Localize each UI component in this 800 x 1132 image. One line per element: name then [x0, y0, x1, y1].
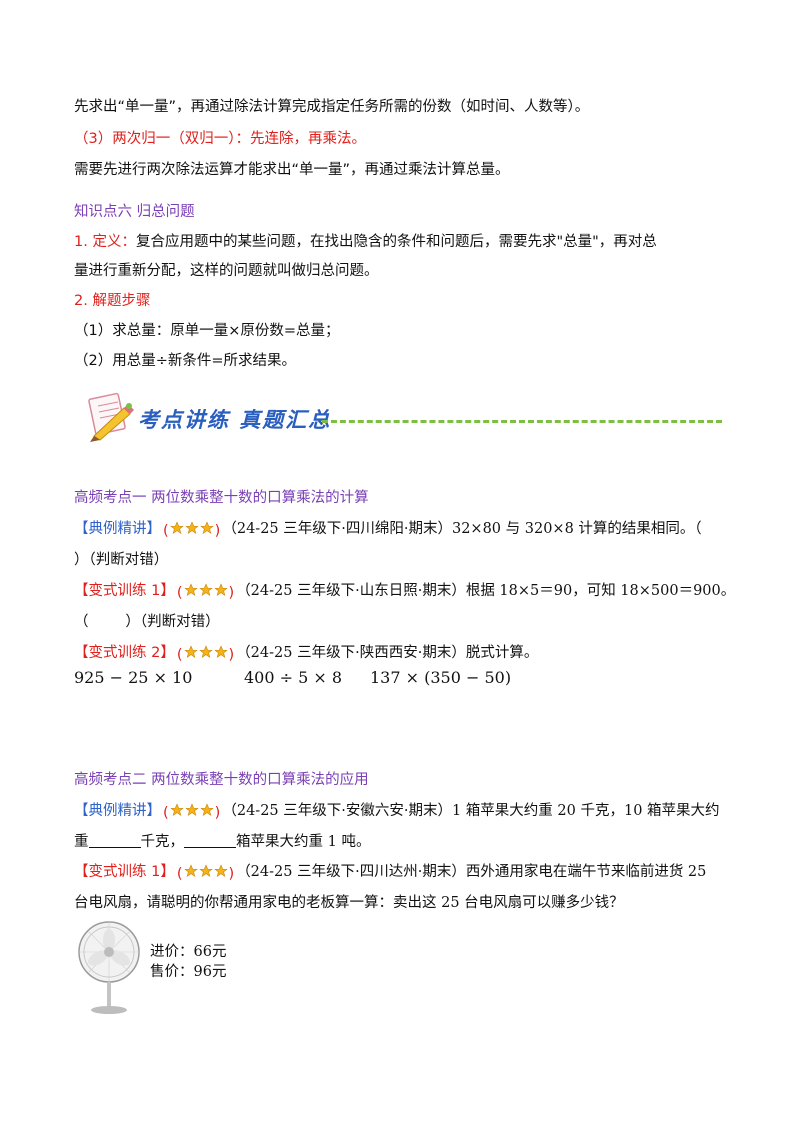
answer-blank[interactable] [88, 833, 141, 848]
sale-price: 售价：96元 [150, 964, 227, 980]
expression: 925 − 25 × 10 [74, 668, 193, 687]
question-text: （24-25 三年级下·四川绵阳·期末）32×80 与 320×8 计算的结果相… [222, 521, 702, 537]
difficulty-stars: () [176, 583, 235, 601]
star-icon [170, 803, 184, 817]
question-line: 重 千克， 箱苹果大约重 1 吨。 [74, 832, 370, 852]
question-text: （ ）（判断对错） [74, 614, 220, 630]
difficulty-stars: () [163, 521, 221, 539]
star-icon [200, 521, 214, 535]
steps-label: 2. 解题步骤 [74, 293, 151, 309]
definition-label: 1. 定义： [74, 234, 136, 250]
difficulty-stars: () [176, 645, 235, 663]
variant-tag: 【变式训练 1】 [74, 583, 175, 599]
expression: 137 × (350 − 50) [370, 668, 512, 687]
question-line: 【变式训练 1】()（24-25 三年级下·四川达州·期末）西外通用家电在端午节… [74, 862, 706, 884]
question-text: （24-25 三年级下·四川达州·期末）西外通用家电在端午节来临前进货 25 [236, 864, 707, 880]
question-line: 【典例精讲】()（24-25 三年级下·四川绵阳·期末）32×80 与 320×… [74, 519, 702, 541]
section-banner: 考点讲练 真题汇总 [84, 384, 724, 444]
question-text: （24-25 三年级下·陕西西安·期末）脱式计算。 [236, 645, 539, 661]
question-text: 箱苹果大约重 1 吨。 [236, 834, 371, 850]
question-line: 【变式训练 1】()（24-25 三年级下·山东日照·期末）根据 18×5＝90… [74, 581, 735, 603]
question-text: （24-25 三年级下·安徽六安·期末）1 箱苹果大约重 20 千克，10 箱苹… [222, 803, 720, 819]
star-icon [183, 583, 198, 597]
expression: 400 ÷ 5 × 8 [244, 668, 343, 687]
text-line: 先求出“单一量”，再通过除法计算完成指定任务所需的份数（如时间、人数等）。 [74, 99, 590, 115]
question-text: 千克， [140, 834, 185, 850]
electric-fan-image [78, 921, 140, 1014]
banner-title: 考点讲练 真题汇总 [138, 407, 332, 432]
method-heading: （3）两次归一（双归一）：先连除，再乘法。 [74, 131, 366, 147]
star-icon [213, 864, 228, 878]
star-icon [185, 803, 199, 817]
star-icon [183, 864, 198, 878]
variant-tag: 【变式训练 1】 [74, 864, 175, 880]
star-icon [198, 864, 213, 878]
star-icon [198, 645, 213, 659]
star-icon [185, 521, 199, 535]
difficulty-stars: () [176, 864, 235, 882]
knowledge-heading: 知识点六 归总问题 [74, 204, 195, 220]
answer-blank[interactable] [184, 833, 236, 848]
star-icon [183, 645, 198, 659]
difficulty-stars: () [163, 803, 221, 821]
cost-price: 进价：66元 [150, 944, 227, 960]
notebook-pencil-icon [88, 392, 134, 442]
star-icon [200, 803, 214, 817]
section-heading: 高频考点二 两位数乘整十数的口算乘法的应用 [74, 772, 369, 788]
definition-text: 量进行重新分配，这样的问题就叫做归总问题。 [74, 263, 379, 279]
question-line: 【变式训练 2】()（24-25 三年级下·陕西西安·期末）脱式计算。 [74, 643, 538, 665]
star-icon [198, 583, 213, 597]
star-icon [213, 583, 228, 597]
step-item: （1）求总量：原单一量×原份数=总量； [74, 323, 340, 339]
definition-text: 复合应用题中的某些问题，在找出隐含的条件和问题后，需要先求"总量"，再对总 [135, 234, 657, 250]
banner-divider [322, 420, 722, 423]
variant-tag: 【变式训练 2】 [74, 645, 175, 661]
example-tag: 【典例精讲】 [74, 521, 161, 537]
question-text: 台电风扇，请聪明的你帮通用家电的老板算一算：卖出这 25 台电风扇可以赚多少钱？ [74, 895, 624, 911]
question-text: ）（判断对错） [74, 552, 169, 568]
definition-line: 1. 定义：复合应用题中的某些问题，在找出隐含的条件和问题后，需要先求"总量"，… [74, 232, 657, 252]
example-tag: 【典例精讲】 [74, 803, 161, 819]
section-heading: 高频考点一 两位数乘整十数的口算乘法的计算 [74, 490, 369, 506]
step-item: （2）用总量÷新条件=所求结果。 [74, 353, 297, 369]
text-line: 需要先进行两次除法运算才能求出“单一量”，再通过乘法计算总量。 [74, 162, 510, 178]
star-icon [170, 521, 184, 535]
question-text: （24-25 三年级下·山东日照·期末）根据 18×5＝90，可知 18×500… [236, 583, 736, 599]
question-text: 重 [74, 834, 89, 850]
question-line: 【典例精讲】()（24-25 三年级下·安徽六安·期末）1 箱苹果大约重 20 … [74, 801, 720, 823]
star-icon [213, 645, 228, 659]
